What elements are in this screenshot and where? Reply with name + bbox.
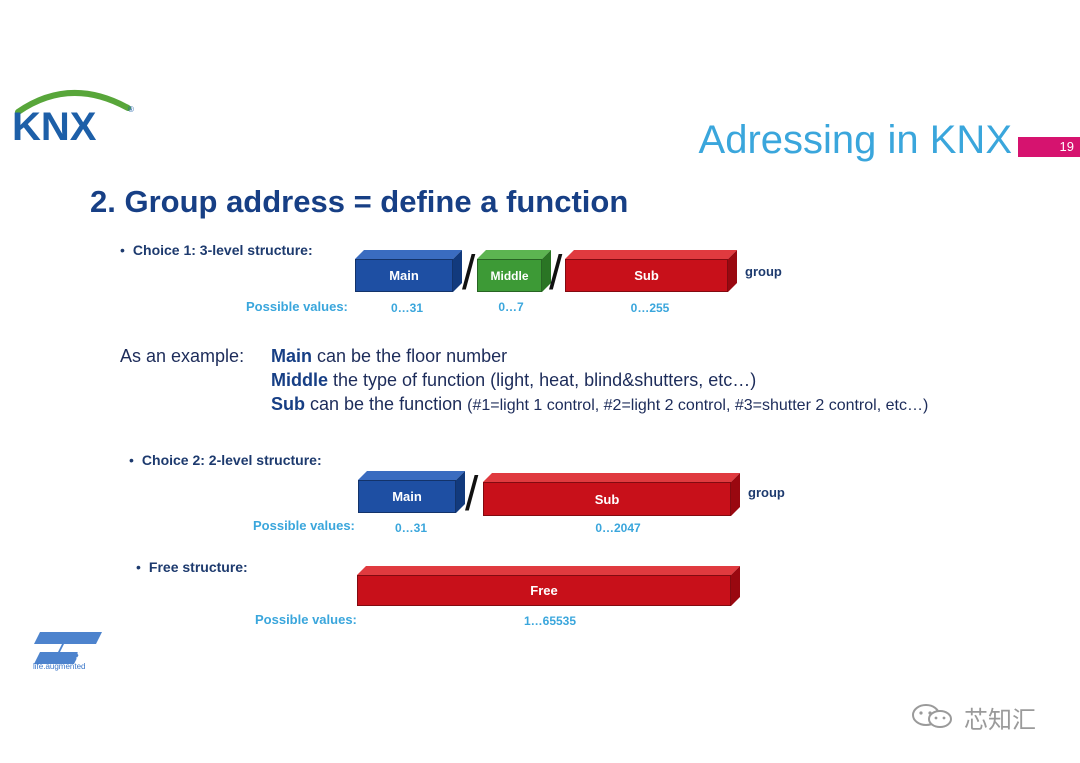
section-heading: 2. Group address = define a function — [90, 184, 629, 219]
choice2-main-box: Main — [358, 471, 465, 513]
knx-logo: KNX ® — [12, 90, 134, 144]
choice2-sub-range: 0…2047 — [595, 521, 641, 535]
svg-text:®: ® — [128, 105, 134, 114]
free-bullet: Free structure: — [136, 559, 248, 575]
choice1-sub-label: Sub — [565, 259, 728, 292]
choice2-main-range: 0…31 — [394, 521, 428, 535]
choice2-slash: / — [465, 468, 479, 521]
choice1-main-range: 0…31 — [390, 301, 424, 315]
example-intro: As an example: — [120, 346, 245, 366]
choice1-group-label: group — [745, 264, 782, 279]
example-sub-term: Sub — [271, 394, 305, 414]
choice1-main-box: Main — [355, 250, 462, 292]
choice1-middle-label: Middle — [477, 259, 542, 292]
choice1-middle-box: Middle — [477, 250, 551, 292]
choice1-sub-range: 0…255 — [630, 301, 670, 315]
choice2-sub-label: Sub — [483, 482, 731, 516]
free-possible-values-label: Possible values: — [255, 612, 357, 627]
choice2-bullet: Choice 2: 2-level structure: — [129, 452, 322, 468]
choice2-main-label: Main — [358, 480, 456, 513]
choice1-slash-2: / — [549, 247, 563, 300]
watermark: 芯知汇 — [908, 700, 1048, 734]
st-tagline: life.augmented — [33, 662, 86, 671]
free-box: Free — [357, 566, 740, 606]
st-logo: ST — [34, 632, 102, 664]
choice1-bullet: Choice 1: 3-level structure: — [120, 242, 313, 258]
slide-title: Adressing in KNX — [698, 118, 1012, 162]
example-line-2-text: the type of function (light, heat, blind… — [328, 370, 757, 390]
example-line-3-detail: (#1=light 1 control, #2=light 2 control,… — [467, 397, 929, 414]
free-range: 1…65535 — [523, 614, 577, 628]
example-line-1: Main can be the floor number — [271, 346, 507, 367]
choice2-possible-values-label: Possible values: — [253, 518, 355, 533]
choice1-possible-values-label: Possible values: — [246, 299, 348, 314]
example-line-2: Middle the type of function (light, heat… — [271, 370, 756, 391]
example-main-term: Main — [271, 346, 313, 366]
choice1-slash-1: / — [462, 247, 476, 300]
page-number-badge: 19 — [1018, 137, 1080, 157]
choice2-group-label: group — [748, 485, 785, 500]
knx-logo-text: KNX — [12, 105, 97, 144]
wechat-icon — [912, 704, 952, 728]
st-logo-text: ST — [76, 647, 95, 663]
example-line-1-text: can be the floor number — [312, 346, 508, 366]
choice1-middle-range: 0…7 — [498, 300, 524, 314]
choice2-sub-box: Sub — [483, 473, 740, 516]
choice1-main-label: Main — [355, 259, 453, 292]
choice1-sub-box: Sub — [565, 250, 737, 292]
example-middle-term: Middle — [271, 370, 328, 390]
example-line-3-text: can be the function — [305, 394, 468, 414]
example-line-3: Sub can be the function (#1=light 1 cont… — [271, 394, 928, 415]
watermark-text: 芯知汇 — [964, 707, 1036, 734]
free-label: Free — [357, 575, 731, 606]
